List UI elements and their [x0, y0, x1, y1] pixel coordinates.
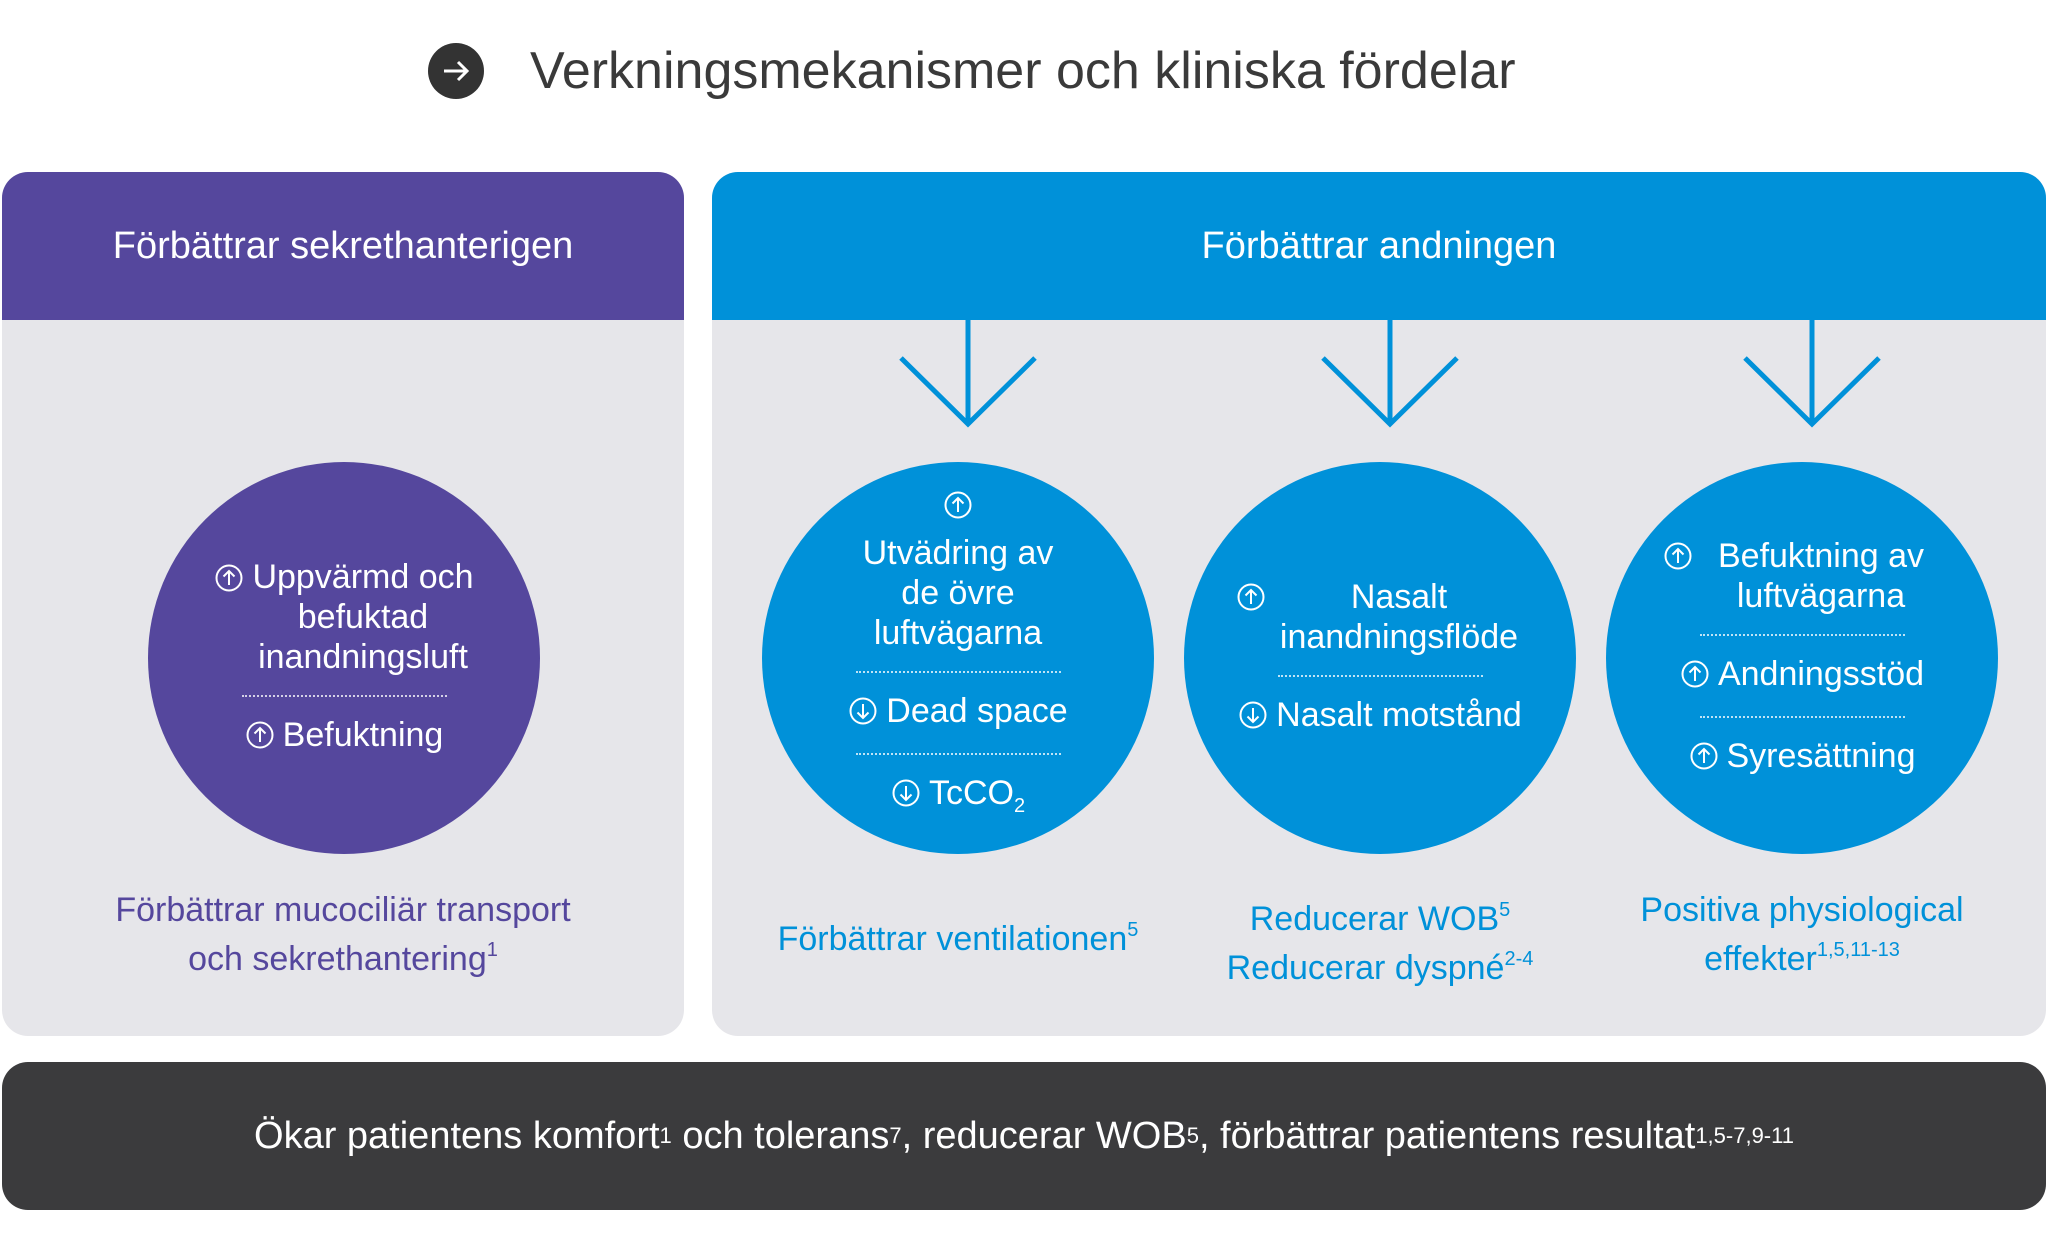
secretion-item-humidification: Befuktning: [245, 715, 444, 759]
ventilation-item-tcco2-label: TcCO2: [928, 774, 1026, 817]
up-arrow-icon: [214, 557, 252, 597]
up-arrow-icon: [943, 490, 973, 533]
wob-caption-line2: Reducerar dyspné2-4: [1226, 948, 1534, 987]
secretion-caption-line2: och sekrethantering1: [188, 939, 498, 978]
page-title: Verkningsmekanismer och kliniska fördela…: [530, 42, 1516, 100]
divider: [855, 753, 1061, 755]
secretion-circle: Uppvärmd och befuktad inandningsluft Bef…: [148, 462, 540, 854]
wob-item-nasal-flow-label: Nasalt inandningsflöde: [1279, 578, 1519, 656]
wob-item-nasal-resistance: Nasalt motstånd: [1238, 695, 1522, 739]
up-arrow-icon: [1663, 536, 1701, 580]
divider: [1699, 716, 1905, 718]
secretion-item-warmed-air-label: Uppvärmd och befuktad inandningsluft: [252, 558, 474, 676]
down-circle-arrow-icon: [891, 773, 929, 817]
physiology-caption: Positiva physiological effekter1,5,11-13: [1582, 890, 2022, 979]
down-arrow-icon: [1743, 320, 1881, 428]
divider: [241, 695, 447, 697]
up-arrow-icon: [1689, 736, 1727, 780]
physiology-caption-line1: Positiva physiological: [1640, 891, 1964, 929]
secretion-item-warmed-air: Uppvärmd och befuktad inandningsluft: [214, 557, 474, 677]
up-arrow-icon: [1680, 654, 1718, 698]
physiology-item-support-label: Andningsstöd: [1717, 655, 1925, 693]
ventilation-item-washout-label: Utvädring av de övre luftvägarna: [862, 534, 1054, 652]
arrow-right-icon: [428, 43, 484, 99]
physiology-item-support: Andningsstöd: [1680, 654, 1924, 698]
secretion-caption: Förbättrar mucociliär transport och sekr…: [2, 890, 684, 979]
breathing-panel: Förbättrar andningen Utvädring av de övr…: [712, 172, 2046, 1036]
secretion-item-humidification-label: Befuktning: [282, 716, 444, 754]
up-arrow-icon: [245, 715, 283, 759]
physiology-item-oxygenation: Syresättning: [1689, 736, 1916, 780]
physiology-circle: Befuktning av luftvägarna Andningsstöd: [1606, 462, 1998, 854]
divider: [1277, 675, 1483, 677]
wob-item-nasal-resistance-label: Nasalt motstånd: [1276, 696, 1522, 734]
physiology-item-oxygenation-label: Syresättning: [1726, 737, 1916, 775]
ventilation-circle: Utvädring av de övre luftvägarna Dead sp…: [762, 462, 1154, 854]
ventilation-item-washout: Utvädring av de övre luftvägarna: [833, 490, 1083, 653]
wob-caption-line1: Reducerar WOB5: [1249, 899, 1511, 938]
up-arrow-icon: [1236, 577, 1274, 621]
citation-sup: 5: [1127, 919, 1139, 941]
breathing-panel-title: Förbättrar andningen: [712, 172, 2046, 320]
physiology-item-humidification-label: Befuktning av luftvägarna: [1717, 537, 1925, 615]
ventilation-item-tcco2: TcCO2: [891, 773, 1025, 826]
down-arrow-icon: [1321, 320, 1459, 428]
secretion-panel: Förbättrar sekrethanterigen Uppvärmd och…: [2, 172, 684, 1036]
down-arrow-icon: [899, 320, 1037, 428]
secretion-panel-title: Förbättrar sekrethanterigen: [2, 172, 684, 320]
ventilation-caption: Förbättrar ventilationen5: [777, 919, 1139, 958]
physiology-caption-line2: effekter1,5,11-13: [1704, 939, 1900, 978]
wob-caption: Reducerar WOB5 Reducerar dyspné2-4: [1152, 890, 1608, 988]
divider: [855, 671, 1061, 673]
secretion-caption-line1: Förbättrar mucociliär transport: [115, 891, 571, 929]
ventilation-item-dead-space-label: Dead space: [886, 692, 1068, 730]
physiology-item-humidification: Befuktning av luftvägarna: [1662, 536, 1942, 616]
divider: [1699, 634, 1905, 636]
wob-item-nasal-flow: Nasalt inandningsflöde: [1235, 577, 1525, 657]
ventilation-item-dead-space: Dead space: [848, 691, 1068, 735]
page-header: Verkningsmekanismer och kliniska fördela…: [428, 38, 1516, 104]
down-circle-arrow-icon: [848, 691, 886, 735]
wob-circle: Nasalt inandningsflöde Nasalt motstånd: [1184, 462, 1576, 854]
down-circle-arrow-icon: [1238, 695, 1276, 739]
citation-sup: 1: [486, 939, 498, 961]
